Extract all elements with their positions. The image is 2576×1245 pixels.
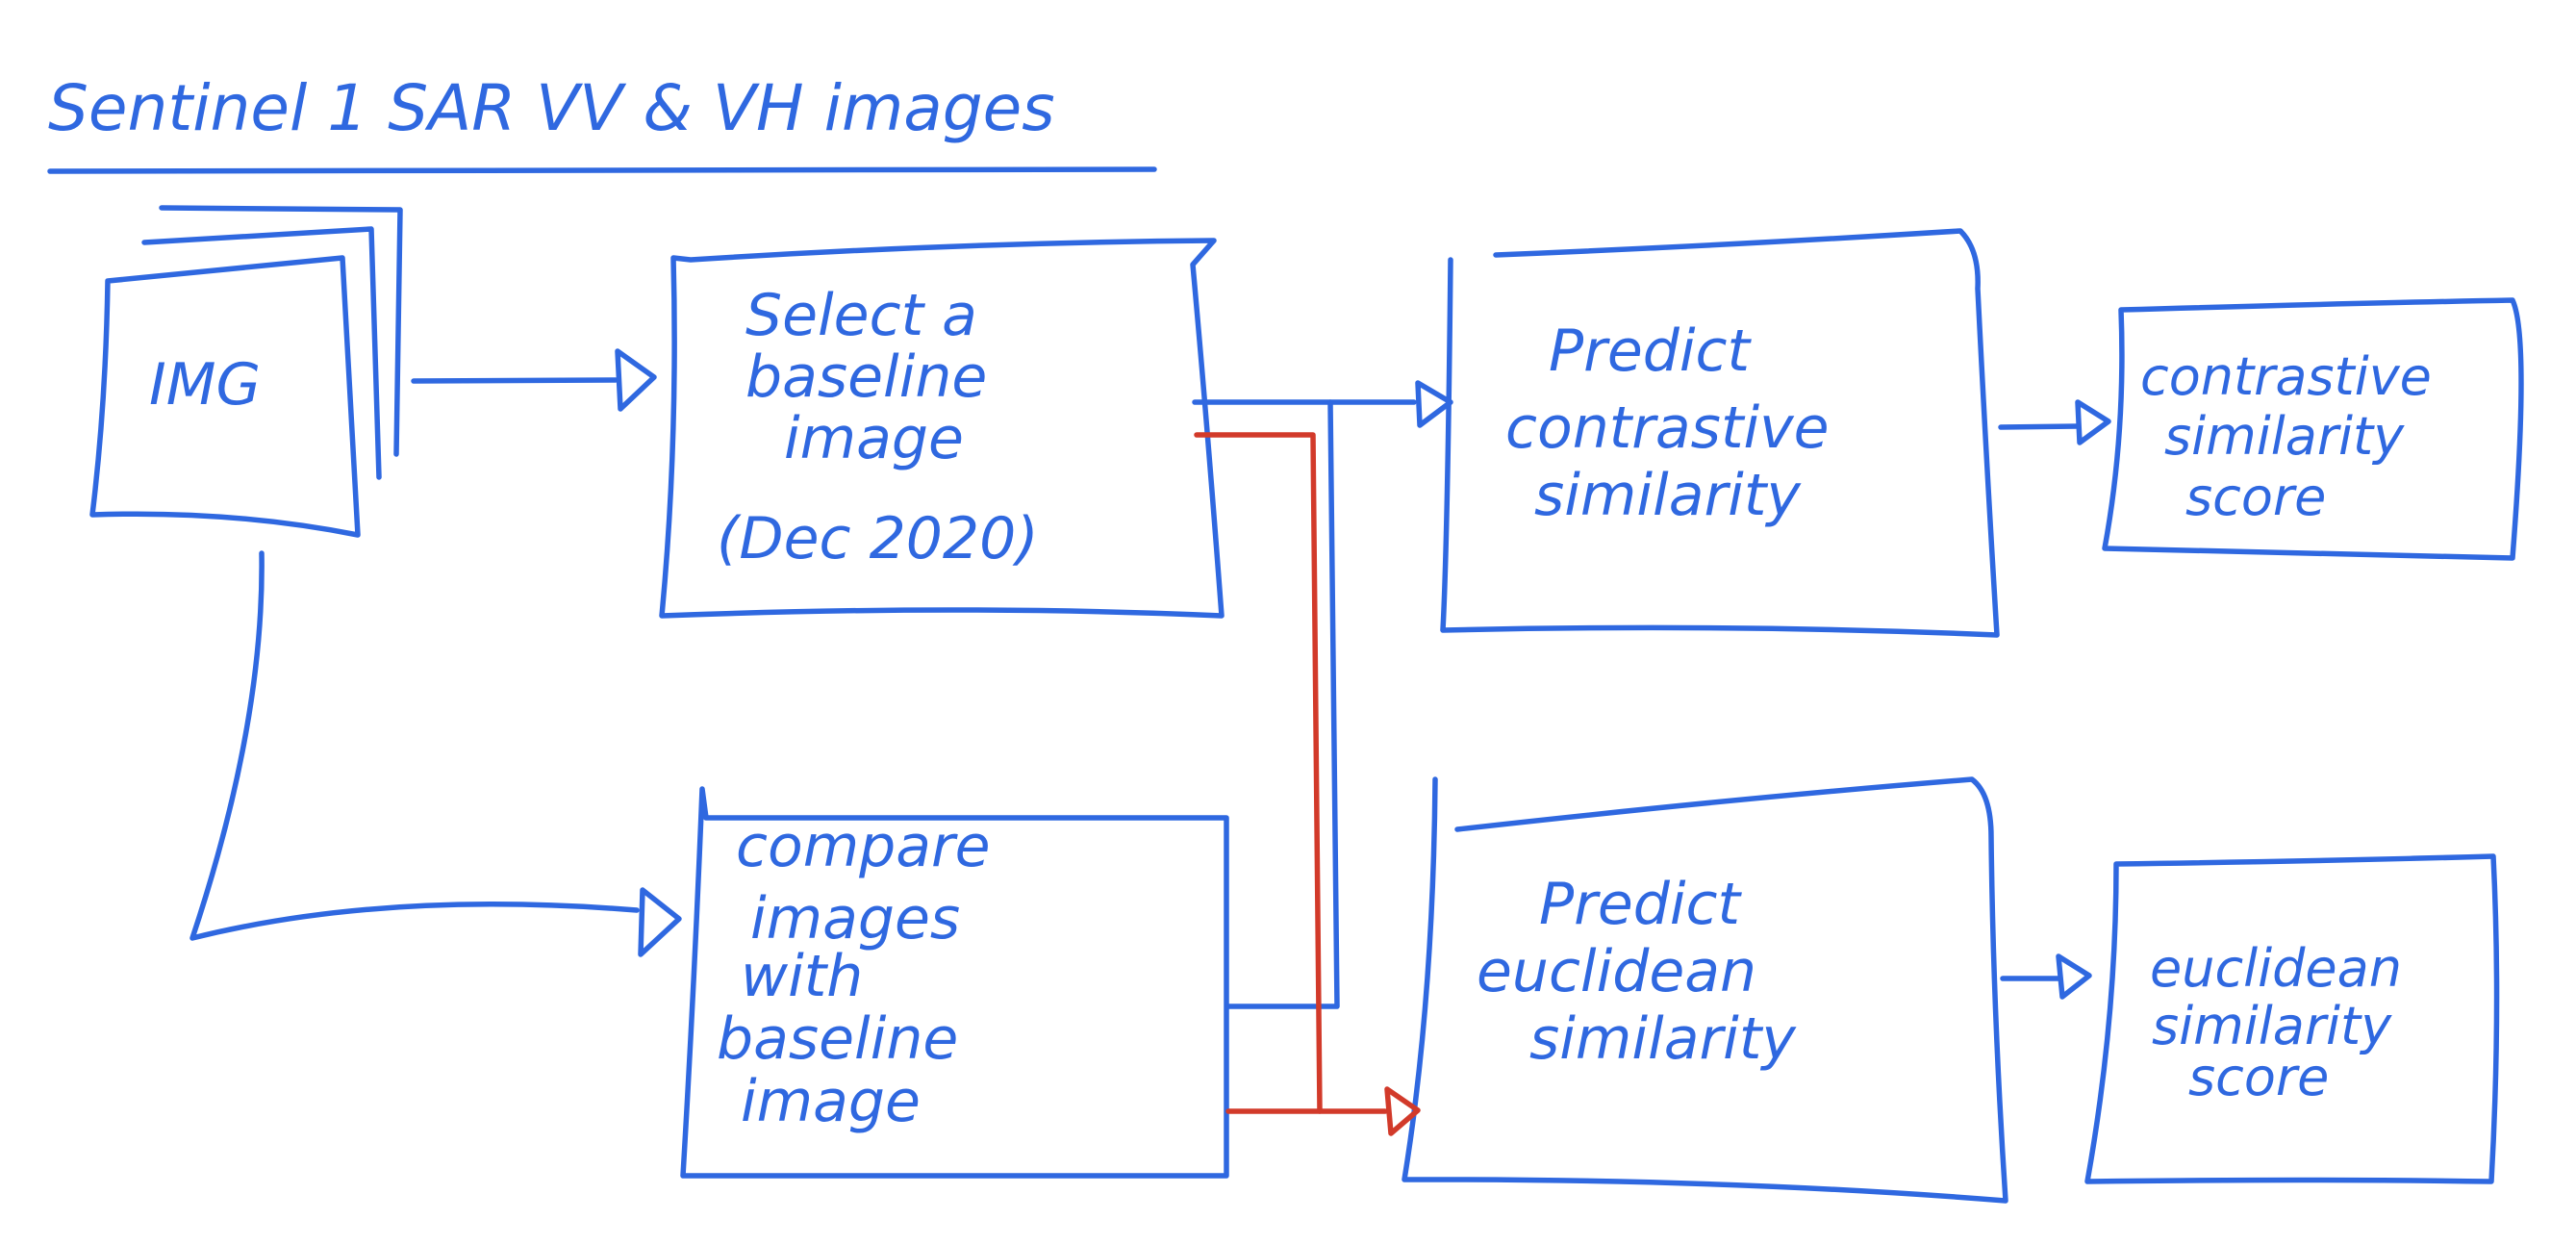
edge-predict-contrastive-to-contrastive-score-line [1998,423,2081,430]
contrastive-score-line-3: score [2185,467,2326,527]
euclidean-score-box [2084,853,2500,1184]
edge-predict-euclidean-to-euclidean-score-arrowhead [2056,953,2092,1000]
edge-compare-images-to-predict-euclidean-arrowhead [1384,1086,1421,1136]
title-underline [47,166,1157,174]
edge-compare-images-to-predict-euclidean [1225,1086,1421,1136]
edge-img-to-select-baseline-line [411,377,619,384]
node-euclidean-score: euclidean similarity score [2084,853,2500,1184]
edge-img-to-select-baseline [411,348,657,412]
compare-images-line-2: images [750,885,960,953]
node-predict-euclidean: Predict euclidean similarity [1402,776,2008,1204]
select-baseline-line-2: baseline [745,343,987,411]
euclidean-score-line-2: similarity [2152,996,2392,1056]
compare-images-line-5: image [741,1068,921,1135]
select-baseline-line-4: (Dec 2020) [717,505,1039,572]
predict-euclidean-text: Predict euclidean similarity [1477,871,1797,1073]
node-select-baseline: Select a baseline image (Dec 2020) [659,238,1225,619]
node-compare-images: compare images with baseline image [680,786,1229,1179]
predict-euclidean-line-2: euclidean [1477,938,1756,1005]
predict-contrastive-line-3: similarity [1534,462,1802,529]
title-group: Sentinel 1 SAR VV & VH images [47,71,1157,174]
select-baseline-line-3: image [784,405,964,472]
select-baseline-text: Select a baseline image (Dec 2020) [717,282,1039,572]
diagram-title: Sentinel 1 SAR VV & VH images [48,71,1055,145]
euclidean-score-line-1: euclidean [2150,938,2402,999]
compare-images-box [680,786,1229,1179]
edge-compare-images-to-predict-contrastive-line [1225,399,1340,1009]
select-baseline-line-1: Select a [745,282,977,349]
edge-predict-euclidean-to-euclidean-score [2000,953,2092,1000]
euclidean-score-line-3: score [2188,1047,2329,1107]
edge-select-baseline-to-predict-contrastive [1192,380,1453,428]
img-stack-front-sheet [89,255,361,538]
contrastive-score-line-1: contrastive [2140,346,2432,407]
predict-contrastive-line-2: contrastive [1505,394,1830,462]
img-stack-middle-sheet [141,226,382,480]
euclidean-score-text: euclidean similarity score [2150,938,2418,1107]
edges [189,348,2111,1136]
compare-images-text: compare images with baseline image [717,813,1009,1135]
predict-contrastive-line-1: Predict [1549,318,1753,385]
contrastive-score-line-2: similarity [2164,406,2405,467]
edge-img-to-compare-images-line [189,550,640,941]
edge-compare-images-to-predict-contrastive [1225,399,1340,1009]
edge-predict-contrastive-to-contrastive-score-arrowhead [2075,399,2111,445]
edge-img-to-compare-images-arrowhead [638,887,682,957]
node-contrastive-score: contrastive similarity score [2102,297,2524,561]
edge-select-baseline-to-predict-contrastive-arrowhead [1415,380,1453,428]
edge-select-baseline-to-predict-euclidean-line [1194,432,1323,1114]
edge-predict-contrastive-to-contrastive-score [1998,399,2111,445]
img-stack-back-sheet [159,205,403,457]
edge-select-baseline-to-predict-euclidean [1194,432,1323,1114]
select-baseline-box [659,238,1225,619]
contrastive-score-box [2102,297,2524,561]
predict-contrastive-text: Predict contrastive similarity [1505,318,1848,529]
node-img-stack: IMG [89,205,403,538]
contrastive-score-text: contrastive similarity score [2140,346,2448,527]
predict-euclidean-line-3: similarity [1529,1005,1797,1073]
compare-images-line-3: with [741,943,863,1010]
predict-contrastive-box [1440,228,2000,638]
predict-euclidean-line-1: Predict [1539,871,1743,938]
node-predict-contrastive: Predict contrastive similarity [1440,228,2000,638]
edge-img-to-compare-images [189,550,682,957]
edge-img-to-select-baseline-arrowhead [615,348,657,412]
compare-images-line-1: compare [736,813,991,880]
img-stack-label: IMG [149,351,261,419]
compare-images-line-4: baseline [717,1005,958,1073]
